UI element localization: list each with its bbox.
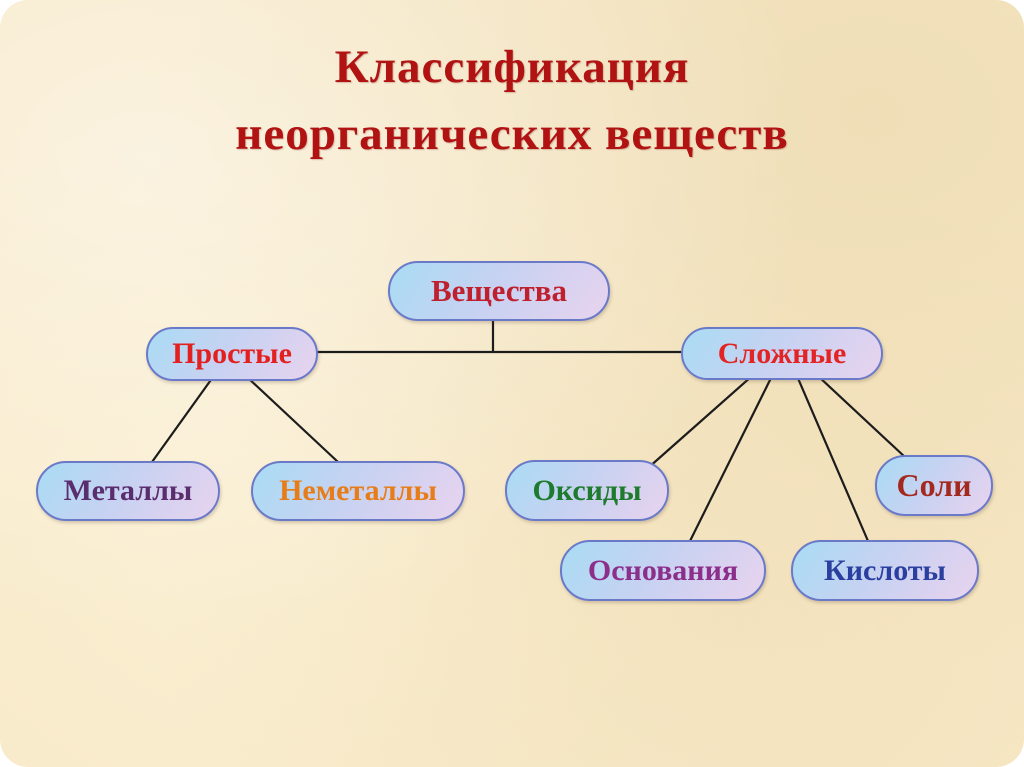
page-title-line2: неорганических веществ — [235, 107, 789, 160]
node-substances: Вещества — [388, 261, 610, 321]
page-title: Классификация неорганических веществ — [0, 34, 1024, 167]
node-oxides: Оксиды — [505, 460, 669, 521]
node-salts: Соли — [875, 455, 993, 516]
node-bases: Основания — [560, 540, 766, 601]
node-metals: Металлы — [36, 461, 220, 521]
node-nonmetals: Неметаллы — [251, 461, 465, 521]
node-acids: Кислоты — [791, 540, 979, 601]
page-title-line1: Классификация — [334, 41, 690, 93]
node-simple: Простые — [146, 327, 318, 381]
node-complex: Сложные — [681, 327, 883, 380]
